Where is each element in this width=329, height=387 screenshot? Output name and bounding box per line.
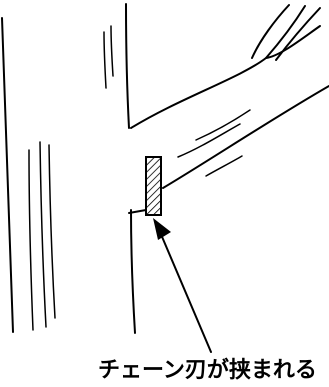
bark-line <box>196 110 250 140</box>
branch-fork-outline <box>266 26 320 58</box>
bark-line <box>178 124 240 157</box>
chain-blade <box>146 157 161 215</box>
pointer-arrowhead <box>153 218 171 240</box>
bark-line <box>29 150 33 330</box>
trunk-right-outline-lower <box>131 210 135 333</box>
bark-line <box>104 32 106 88</box>
bark-line <box>49 145 55 318</box>
trunk-left-outline <box>2 18 13 332</box>
tree-trunk <box>2 4 135 333</box>
branch-underside-outline <box>163 86 329 188</box>
pointer-arrow-shaft <box>160 232 211 352</box>
trunk-right-outline-upper <box>126 4 129 128</box>
branch-lower-outline <box>131 6 305 128</box>
bark-line <box>111 26 113 76</box>
caption-label: チェーン刃が挟まれる <box>98 357 317 383</box>
bark-line <box>40 142 46 327</box>
